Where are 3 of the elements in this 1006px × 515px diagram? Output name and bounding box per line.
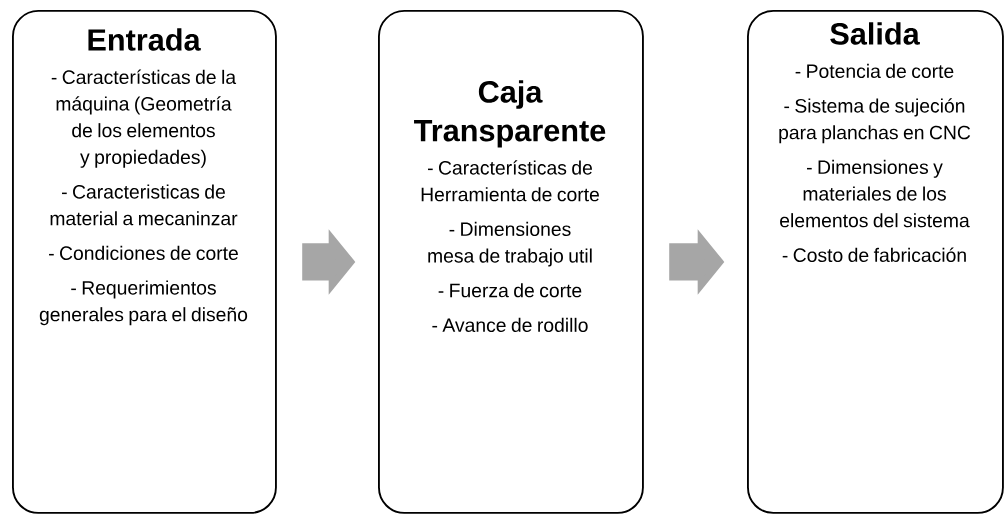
process-box: Salida - Potencia de corte - Sistema de sujeción para planchas en CNC - Dimensiones y materiales de los elementos del sistema - Costo de fabricación — [747, 10, 1004, 514]
process-box: Entrada - Características de la máquina (Geometría de los elementos y propiedades) - Caracteristicas de material a mecaninzar - Condiciones de corte - Requerimientos generales para el diseño — [12, 10, 277, 514]
process-box: Caja Transparente - Características de Herramienta de corte - Dimensiones mesa de trabajo util - Fuerza de corte - Avance de rodillo — [378, 10, 644, 514]
